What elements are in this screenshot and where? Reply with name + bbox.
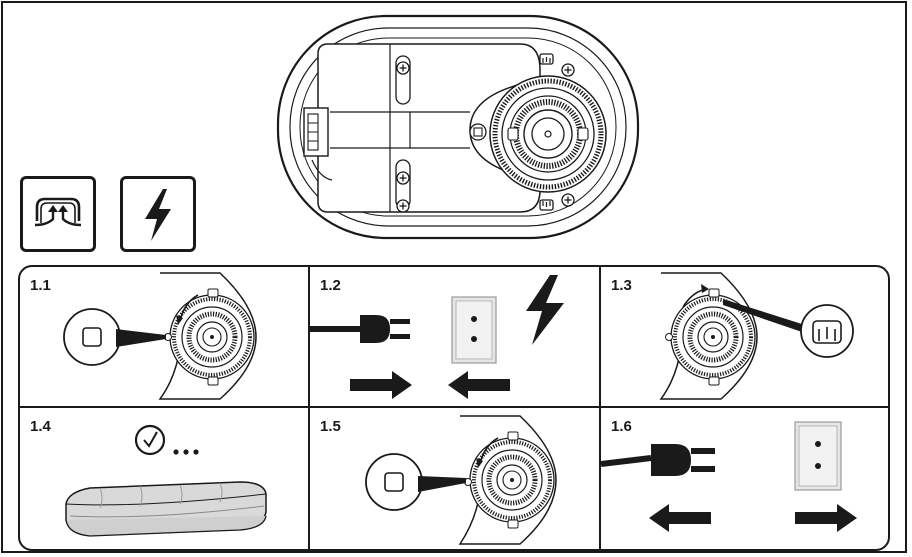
steps-grid: 1.1 1.2 [18,265,890,551]
step-number: 1.2 [320,277,341,294]
plug-in-icon [310,275,564,399]
pump-top-view-illustration [276,14,640,240]
step-1-2-panel: 1.2 [310,267,599,406]
grid-divider [308,267,310,549]
step-number: 1.1 [30,277,51,294]
step-1-1-panel: 1.1 [20,267,308,406]
step-number: 1.3 [611,277,632,294]
inflate-setting-icon [659,272,854,400]
step-1-3-panel: 1.3 [601,267,888,406]
inflate-icon [20,176,96,252]
step-1-5-panel: 1.5 [310,408,599,549]
grid-divider [599,267,601,549]
step-1-6-panel: 1.6 [601,408,888,549]
step-number: 1.4 [30,418,51,435]
step-number: 1.6 [611,418,632,435]
step-1-4-panel: 1.4 [20,408,308,549]
step-number: 1.5 [320,418,341,435]
wait-clock-icon [65,424,267,537]
knob-return-icon [365,415,557,545]
power-icon [120,176,196,252]
deflate-knob-icon [63,272,257,400]
unplug-icon [601,421,857,532]
grid-divider [20,406,888,408]
